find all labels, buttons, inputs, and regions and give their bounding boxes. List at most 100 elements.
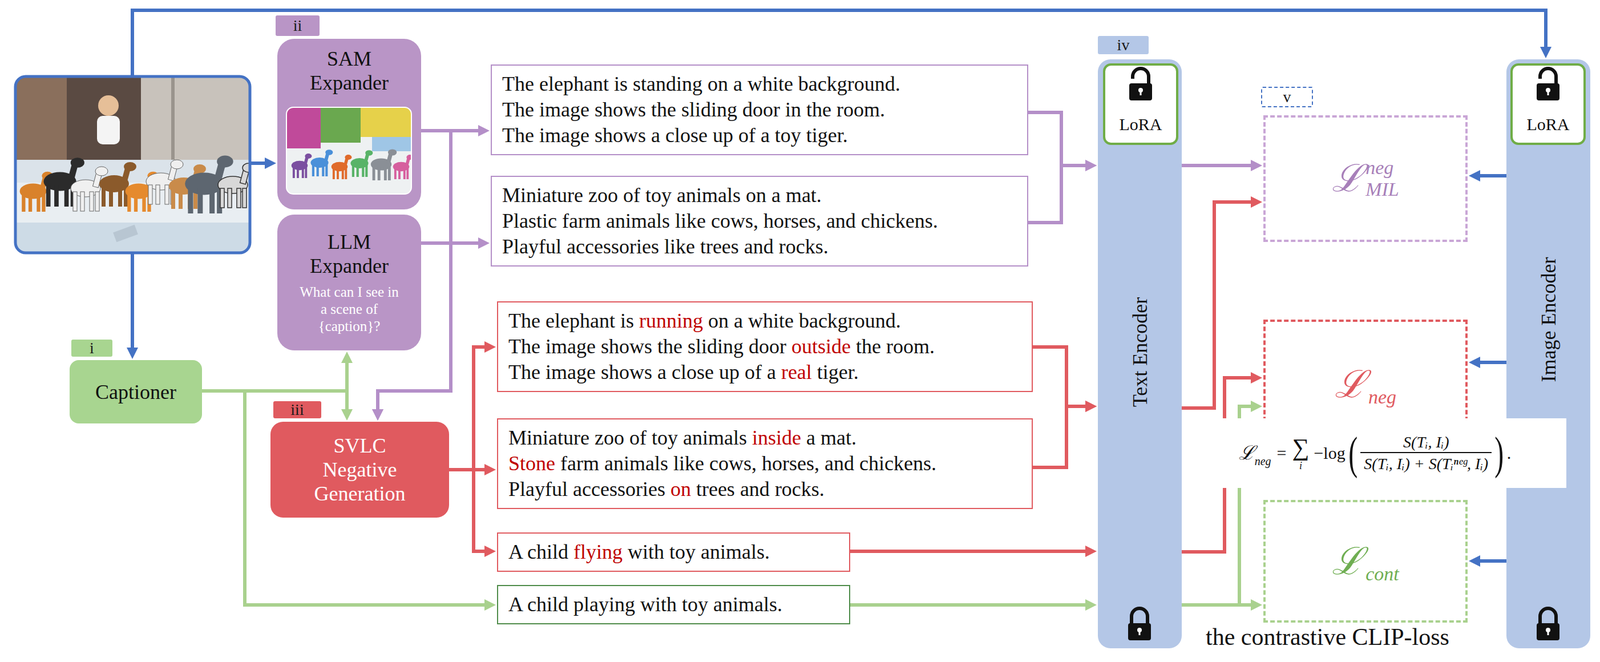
photo <box>15 76 250 253</box>
word: image <box>545 334 596 358</box>
word <box>815 426 821 450</box>
node-text: Miniature zoo of toy animals inside a ma… <box>508 425 1022 451</box>
word: zoo <box>594 426 625 450</box>
photo-frame <box>15 76 250 253</box>
step-tag: iv <box>1097 35 1149 55</box>
formula-part: ( <box>1345 429 1361 478</box>
connector-arrow <box>201 390 485 605</box>
loss-symbol: ℒ <box>1331 540 1364 583</box>
formula-part: ) <box>1491 429 1507 478</box>
word: elephant <box>545 309 616 333</box>
figure-part <box>1131 608 1148 625</box>
word <box>652 334 658 358</box>
lora-box: LoRA <box>1102 63 1179 145</box>
node-text: v <box>1283 88 1292 106</box>
word <box>664 540 670 564</box>
figure-part <box>1536 623 1560 641</box>
negated-word: Stone <box>508 451 556 475</box>
word <box>568 540 574 564</box>
word <box>555 451 561 475</box>
word: is <box>620 309 634 333</box>
formula-text: S(Tᵢ, Iᵢ) <box>1399 432 1453 452</box>
word: of <box>629 426 647 450</box>
word: and <box>740 477 770 501</box>
node-text: SVLC Negative Generation <box>297 433 422 506</box>
expander-box: LLM ExpanderWhat can I see in a scene of… <box>277 214 422 351</box>
word <box>540 360 546 384</box>
word <box>713 360 719 384</box>
node-text: Miniature zoo of toy animals on a mat. <box>502 182 1017 209</box>
negated-word: real <box>781 360 812 384</box>
word <box>622 540 628 564</box>
formula-text: ∑ <box>1291 434 1309 460</box>
word <box>595 334 601 358</box>
word: Playful <box>508 477 568 501</box>
word <box>624 426 630 450</box>
node-text: SAM Expander <box>299 46 400 95</box>
node-text: Plastic farm animals like cows, horses, … <box>502 208 1017 234</box>
node-text: A child playing with toy animals. <box>508 591 839 618</box>
loss-symbol: ℒ <box>1331 158 1364 200</box>
node-text: Playful accessories on trees and rocks. <box>508 476 1022 503</box>
word: like <box>673 451 705 475</box>
word <box>522 540 528 564</box>
photo-child-body <box>97 115 120 145</box>
word: tiger. <box>817 360 859 384</box>
node-text: Playful accessories like trees and rocks… <box>502 233 1017 260</box>
word <box>704 451 710 475</box>
node-text: The image shows a close up of a toy tige… <box>502 122 1017 149</box>
formula-text: . <box>1506 443 1512 463</box>
figure-part <box>1128 623 1151 641</box>
formula-text: neg <box>1254 454 1272 468</box>
figure-part <box>320 107 361 143</box>
word: trees <box>696 477 735 501</box>
figure-part <box>331 154 353 180</box>
expander-box: SAM Expander <box>277 38 422 210</box>
word <box>761 360 767 384</box>
word: of <box>744 360 762 384</box>
figure-part <box>370 148 398 181</box>
word <box>567 477 573 501</box>
word <box>540 334 546 358</box>
figure-part <box>291 153 313 179</box>
word: rocks. <box>774 477 825 501</box>
figure-part <box>286 107 321 149</box>
figure-part <box>1547 629 1550 636</box>
formula-text: = <box>1277 443 1287 463</box>
word <box>665 477 671 501</box>
loss-symbol: neg <box>1365 156 1400 179</box>
script-column: negMIL <box>1365 156 1400 201</box>
connector-arrow <box>1181 163 1251 168</box>
word <box>881 334 887 358</box>
figure-part <box>286 107 412 195</box>
word: a <box>657 360 667 384</box>
word: image <box>545 360 596 384</box>
figure-part <box>1137 627 1142 633</box>
word: shows <box>600 334 653 358</box>
caption-box: A child playing with toy animals. <box>497 584 851 625</box>
word: and <box>824 451 855 475</box>
loss-symbol: MIL <box>1365 178 1400 201</box>
word: chickens. <box>859 451 937 475</box>
connector-arrow <box>1032 346 1086 407</box>
negative-generator-box: SVLC Negative Generation <box>270 421 450 518</box>
photo-door-frame <box>171 76 175 168</box>
node-text: iii <box>290 401 304 419</box>
unlocked-icon <box>1129 68 1153 101</box>
word: white <box>748 309 794 333</box>
negative-caption-box: Miniature zoo of toy animals inside a ma… <box>497 418 1033 509</box>
node-text: Stone farm animals like cows, horses, an… <box>508 450 1022 477</box>
loss-caption: the contrastive CLIP-loss <box>1202 623 1453 651</box>
figure-part <box>1545 627 1551 633</box>
node-text: LoRA <box>1119 114 1163 135</box>
photo-note <box>112 224 139 243</box>
node-text: The image shows a close up of a real tig… <box>508 359 1022 386</box>
encoder-bar: Image EncoderLoRA <box>1506 59 1591 649</box>
figure-part <box>360 107 412 137</box>
node-text: iv <box>1117 36 1130 54</box>
connector-arrow <box>850 603 1086 607</box>
word <box>677 426 684 450</box>
word <box>652 360 658 384</box>
word <box>599 451 605 475</box>
